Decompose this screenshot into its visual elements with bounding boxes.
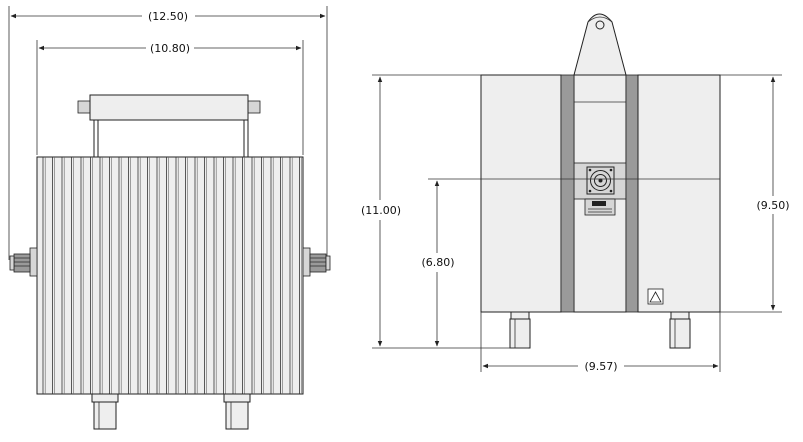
n-type-connector-icon	[302, 247, 331, 277]
mounting-bracket	[573, 13, 627, 76]
hot-surface-warning-icon	[647, 288, 664, 305]
side-block-right	[637, 74, 721, 313]
nameplate-logo	[592, 201, 606, 206]
handle-bar	[89, 94, 249, 121]
heatsink-fins	[42, 157, 303, 394]
side-view: (11.00) (6.80) (9.50) (9.57)	[361, 13, 790, 373]
dim-side-width: (9.57)	[584, 360, 617, 373]
side-block-right-shadow	[625, 74, 639, 313]
handle-pin-left	[77, 100, 91, 114]
dim-front-overall-width: (12.50)	[148, 10, 188, 23]
side-block-left	[480, 74, 562, 313]
handle	[77, 94, 261, 157]
handle-pin-right	[247, 100, 261, 114]
dim-side-body-height: (9.50)	[756, 199, 789, 212]
front-view: (12.50) (10.80)	[8, 6, 331, 430]
n-type-connector-icon	[9, 247, 38, 277]
side-foot-left	[509, 311, 531, 349]
foot-right	[223, 393, 251, 430]
side-block-left-shadow	[560, 74, 575, 313]
side-foot-right	[669, 311, 691, 349]
dim-front-body-width: (10.80)	[150, 42, 190, 55]
foot-left	[91, 393, 119, 430]
heatsink-body	[36, 156, 304, 395]
dim-side-overall-height: (11.00)	[361, 204, 401, 217]
dim-side-port-height: (6.80)	[421, 256, 454, 269]
n-type-connector-icon	[586, 166, 615, 195]
